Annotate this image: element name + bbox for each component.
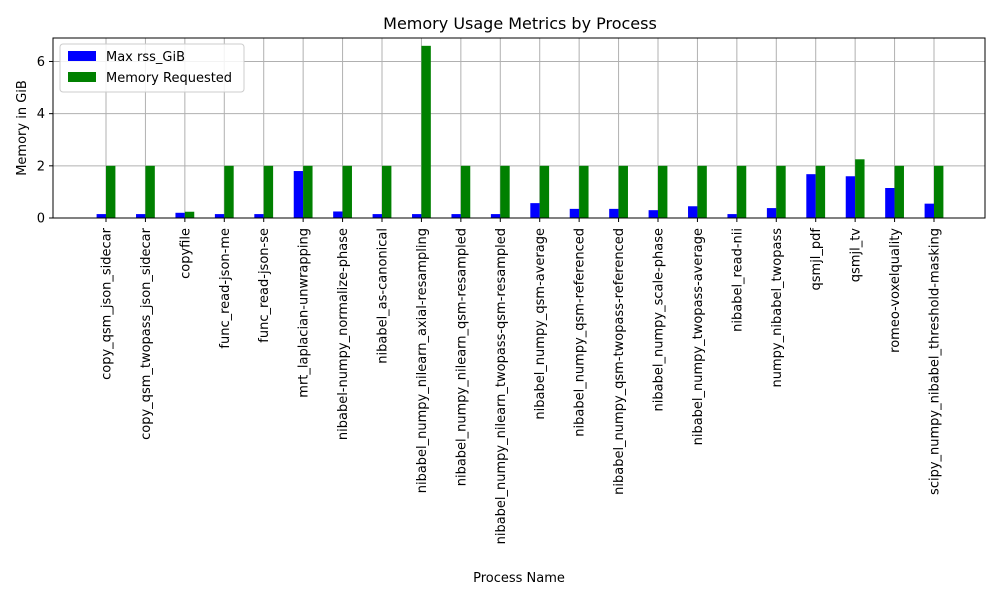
bar-max-rss	[254, 214, 264, 218]
plot-frame	[52, 37, 986, 219]
bar-max-rss	[885, 188, 895, 218]
bar-max-rss	[569, 208, 580, 218]
bar-max-rss	[688, 206, 698, 218]
bar-max-rss	[845, 176, 856, 218]
bar-max-rss	[96, 214, 106, 218]
x-tick-label: nibabel-numpy_normalize-phase	[336, 228, 351, 440]
bars	[96, 45, 944, 219]
legend: Max rss_GiB Memory Requested	[59, 43, 245, 93]
bar-max-rss	[609, 208, 619, 218]
x-tick-label: qsmjl_tv	[849, 228, 864, 283]
x-tick-label: nibabel_numpy_nilearn_twopass-qsm-resamp…	[494, 228, 509, 544]
bar-max-rss	[214, 214, 225, 218]
x-tick-label: copy_qsm_twopass_json_sidecar	[139, 227, 154, 440]
bar-max-rss	[293, 171, 304, 218]
bar-max-rss	[451, 214, 461, 218]
x-axis: copy_qsm_json_sidecar copy_qsm_twopass_js…	[100, 218, 943, 544]
bar-memory-requested	[224, 165, 234, 218]
x-tick-label: mrt_laplacian-unwrapping	[297, 228, 312, 398]
y-tick-label: 2	[37, 159, 45, 174]
bar-memory-requested	[145, 165, 155, 218]
bar-memory-requested	[894, 165, 904, 218]
bar-max-rss	[333, 211, 343, 218]
x-tick-label: nibabel_numpy_nilearn_axial-resampling	[415, 228, 430, 493]
bar-memory-requested	[815, 165, 826, 218]
bar-memory-requested	[382, 165, 392, 218]
bar-memory-requested	[263, 165, 274, 218]
x-tick-label: nibabel_numpy_nilearn_qsm-resampled	[454, 228, 469, 486]
bar-memory-requested	[303, 165, 313, 218]
bar-memory-requested	[539, 165, 550, 218]
bar-max-rss	[372, 214, 382, 218]
bar-max-rss	[412, 214, 422, 218]
y-axis: 0 2 4 6	[37, 55, 53, 227]
x-tick-label: romeo-voxelquality	[888, 228, 903, 353]
bar-max-rss	[648, 210, 658, 218]
x-tick-label: func_read-json-me	[218, 228, 233, 349]
x-axis-label: Process Name	[473, 571, 565, 586]
bar-memory-requested	[106, 165, 116, 218]
y-tick-label: 6	[37, 55, 45, 70]
bar-max-rss	[924, 203, 934, 218]
bar-max-rss	[766, 208, 777, 218]
x-tick-label: nibabel_numpy_qsm-average	[533, 228, 548, 420]
y-tick-label: 0	[37, 212, 45, 227]
x-tick-label: copy_qsm_json_sidecar	[100, 227, 115, 380]
x-tick-label: nibabel_read-nii	[730, 228, 745, 332]
x-tick-label: nibabel_numpy_qsm-referenced	[573, 228, 588, 437]
bar-memory-requested	[658, 165, 668, 218]
bar-memory-requested	[697, 165, 707, 218]
x-tick-label: nibabel_numpy_qsm-twopass-referenced	[612, 228, 627, 495]
x-tick-label: numpy_nibabel_twopass	[770, 228, 785, 388]
x-tick-label: qsmjl_pdf	[809, 228, 824, 291]
bar-max-rss	[490, 214, 501, 218]
bar-memory-requested	[736, 165, 747, 218]
x-tick-label: nibabel_numpy_twopass-average	[691, 228, 706, 445]
x-tick-label: scipy_numpy_nibabel_threshold-masking	[928, 228, 943, 495]
legend-label-max-rss: Max rss_GiB	[106, 50, 185, 65]
legend-swatch-max-rss	[68, 51, 96, 61]
bar-memory-requested	[776, 165, 786, 218]
legend-label-memory-requested: Memory Requested	[106, 71, 232, 86]
bar-max-rss	[136, 214, 146, 218]
bar-max-rss	[175, 212, 185, 218]
bar-memory-requested	[855, 159, 865, 218]
bar-memory-requested	[184, 211, 195, 218]
x-tick-label: func_read-json-se	[257, 228, 272, 343]
y-axis-label: Memory in GiB	[15, 80, 30, 176]
x-tick-label: copyfile	[178, 228, 193, 279]
bar-memory-requested	[342, 165, 352, 218]
bar-memory-requested	[500, 165, 510, 218]
bar-max-rss	[530, 203, 540, 218]
chart-title: Memory Usage Metrics by Process	[383, 14, 657, 33]
bar-memory-requested	[460, 165, 471, 218]
bar-memory-requested	[579, 165, 589, 218]
legend-box	[59, 43, 245, 93]
bar-memory-requested	[421, 45, 431, 219]
bar-memory-requested	[618, 165, 628, 218]
bar-memory-requested	[934, 165, 944, 218]
bar-max-rss	[806, 174, 816, 218]
bar-max-rss	[727, 214, 737, 218]
x-tick-label: nibabel_as-canonical	[376, 228, 391, 364]
x-tick-label: nibabel_numpy_scale-phase	[652, 228, 667, 411]
legend-swatch-memory-requested	[68, 72, 96, 82]
y-tick-label: 4	[37, 107, 45, 122]
